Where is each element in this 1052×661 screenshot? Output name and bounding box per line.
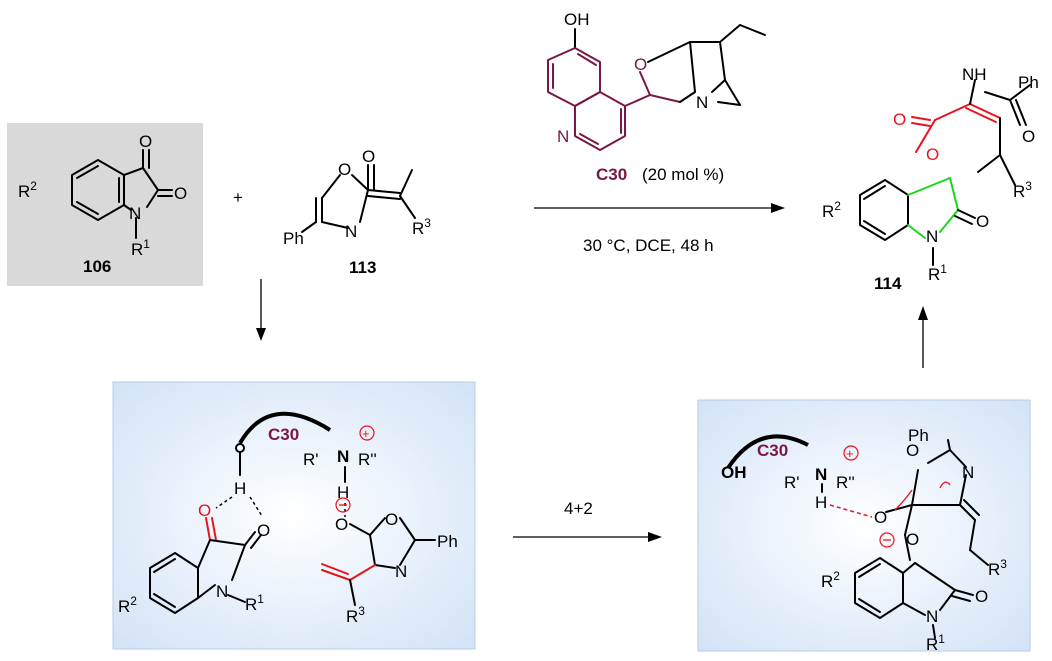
atom-label: N — [395, 562, 407, 581]
panel-background — [112, 381, 476, 650]
atom-label: N — [216, 582, 228, 601]
atom-label: O — [975, 587, 988, 606]
catalyst-backbone — [726, 434, 809, 470]
atom-label: O — [634, 55, 647, 74]
atom-label: R1 — [928, 262, 947, 284]
atom-label: OH — [721, 463, 747, 482]
atom-label: H — [337, 483, 349, 502]
atom-label: O — [926, 145, 939, 164]
atom-label: O — [976, 212, 989, 231]
atom-label: R' — [784, 473, 800, 492]
atom-label: Ph — [283, 229, 304, 248]
charge-sign: + — [846, 446, 854, 461]
atom-label: R' — [303, 450, 319, 469]
azlactone-113: O O N Ph R3 113 — [283, 147, 431, 277]
atom-label: O — [1022, 127, 1035, 146]
atom-label: N — [926, 227, 938, 246]
charge-sign: + — [362, 426, 370, 441]
atom-label: H — [815, 493, 827, 512]
atom-label: O — [362, 147, 375, 166]
atom-label: NH — [962, 65, 987, 84]
compound-number-114: 114 — [874, 274, 902, 293]
arrowhead — [918, 306, 928, 320]
compound-number-113: 113 — [349, 258, 376, 277]
atom-label: Ph — [1018, 73, 1039, 92]
atom-label: R3 — [1013, 179, 1032, 201]
arrowhead — [771, 203, 785, 213]
transition-state-panel-right: OH C30 N + R' R'' H O O Ph N O R3 — [697, 399, 1031, 654]
atom-label: N — [557, 127, 569, 146]
catalyst-backbone — [238, 411, 332, 445]
atom-label: O — [174, 184, 187, 203]
atom-label: R3 — [412, 216, 431, 238]
atom-label: OH — [564, 10, 590, 29]
atom-label: N — [962, 463, 974, 482]
atom-label: O — [385, 510, 398, 529]
atom-label: Ph — [437, 532, 458, 551]
atom-label: N — [337, 447, 349, 466]
arrowhead — [256, 328, 266, 341]
atom-label: O — [338, 160, 351, 179]
atom-label: O — [257, 521, 270, 540]
atom-label: N — [926, 607, 938, 626]
atom-label: Ph — [908, 426, 929, 445]
atom-label: O — [906, 441, 919, 460]
plus-sign: + — [233, 188, 243, 207]
atom-label: O — [893, 110, 906, 129]
atom-label: O — [335, 515, 348, 534]
arrowhead — [648, 532, 662, 542]
product-114: Ph O NH O O R3 O N R2 R1 114 — [822, 65, 1039, 293]
reaction-conditions: 30 °C, DCE, 48 h — [583, 236, 714, 255]
atom-label: R2 — [822, 199, 841, 221]
step-label: 4+2 — [564, 499, 593, 518]
atom-label: O — [874, 508, 887, 527]
atom-label: N — [815, 465, 827, 484]
atom-label: N — [129, 204, 141, 223]
catalyst-c30-structure: OH N O N C30 (20 mol %) — [547, 10, 766, 184]
atom-label: O — [906, 530, 919, 549]
atom-label: N — [696, 93, 708, 112]
atom-label: R'' — [836, 473, 855, 492]
panel-background — [697, 399, 1031, 652]
catalyst-name: C30 — [596, 165, 627, 184]
catalyst-label: C30 — [757, 441, 788, 460]
isatin-highlight-box — [7, 123, 203, 286]
atom-label: H — [234, 479, 246, 498]
catalyst-label: C30 — [268, 425, 299, 444]
compound-number-106: 106 — [83, 257, 111, 276]
atom-label: O — [139, 132, 152, 151]
atom-label: R'' — [358, 450, 377, 469]
isatin-106: O O N R2 R1 106 — [7, 123, 203, 286]
atom-label: O — [198, 501, 211, 520]
transition-state-panel-left: C30 N + R' R'' H H O O N R2 R1 O — [112, 381, 476, 650]
catalyst-loading: (20 mol %) — [642, 165, 724, 184]
atom-label: N — [345, 222, 357, 241]
